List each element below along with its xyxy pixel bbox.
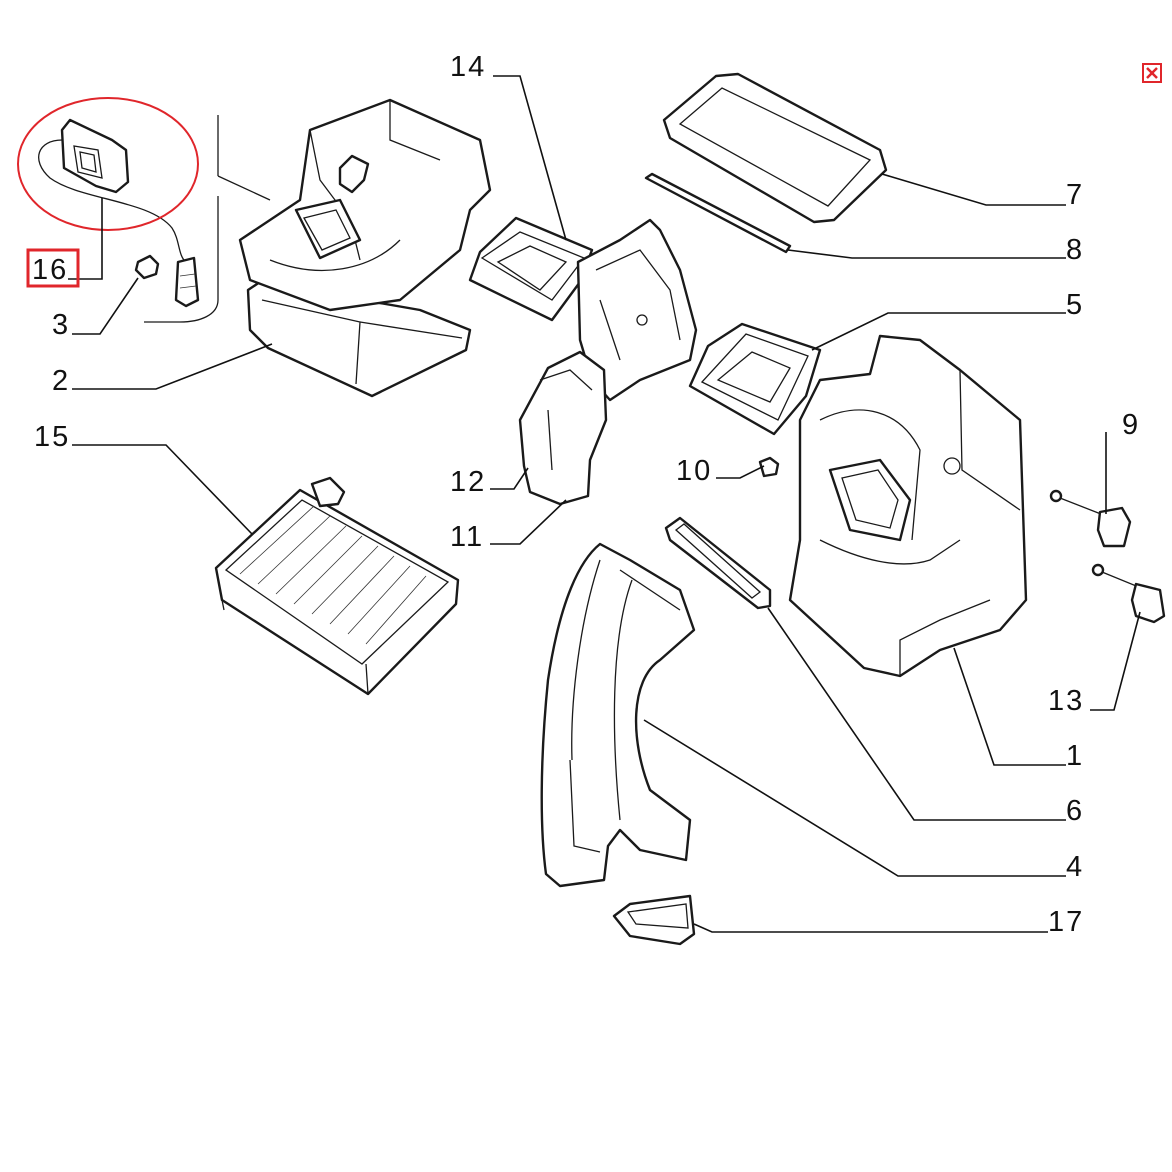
label-5: 5 — [1066, 289, 1084, 321]
part-4-floor-duct — [540, 542, 696, 888]
label-6: 6 — [1066, 795, 1084, 827]
label-15: 15 — [34, 421, 70, 453]
label-3: 3 — [52, 309, 70, 341]
part-9-actuator — [1049, 489, 1132, 548]
part-3-clip — [134, 254, 160, 280]
label-9: 9 — [1122, 409, 1140, 441]
part-13-actuator — [1091, 563, 1166, 624]
part-2-left-housing — [144, 98, 492, 398]
part-1-right-housing — [788, 334, 1028, 678]
label-7: 7 — [1066, 179, 1084, 211]
label-16[interactable]: 16 — [32, 254, 68, 286]
part-5-flap — [688, 322, 822, 436]
label-12: 12 — [450, 466, 486, 498]
part-15-heater-core — [214, 476, 460, 696]
label-14: 14 — [450, 51, 486, 83]
label-4: 4 — [1066, 851, 1084, 883]
part-8-rod — [644, 172, 792, 254]
part-12-center-duct — [576, 218, 698, 402]
highlight-ellipse — [17, 97, 199, 231]
leader-lines — [68, 75, 1141, 933]
part-14-flap — [468, 216, 594, 322]
close-icon[interactable] — [1142, 63, 1162, 83]
label-10: 10 — [676, 455, 712, 487]
label-8: 8 — [1066, 234, 1084, 266]
label-11: 11 — [450, 521, 484, 553]
part-16-blower-resistor — [38, 118, 200, 308]
label-13: 13 — [1048, 685, 1084, 717]
part-11-lower-duct — [518, 350, 608, 506]
part-10-clip — [758, 456, 780, 478]
label-16-highlight-box — [26, 248, 80, 288]
part-6-gasket — [664, 516, 772, 610]
label-2: 2 — [52, 365, 70, 397]
label-17: 17 — [1048, 906, 1084, 938]
part-17-nozzle — [612, 894, 696, 946]
part-7-filter — [662, 72, 888, 224]
label-1: 1 — [1066, 740, 1084, 772]
